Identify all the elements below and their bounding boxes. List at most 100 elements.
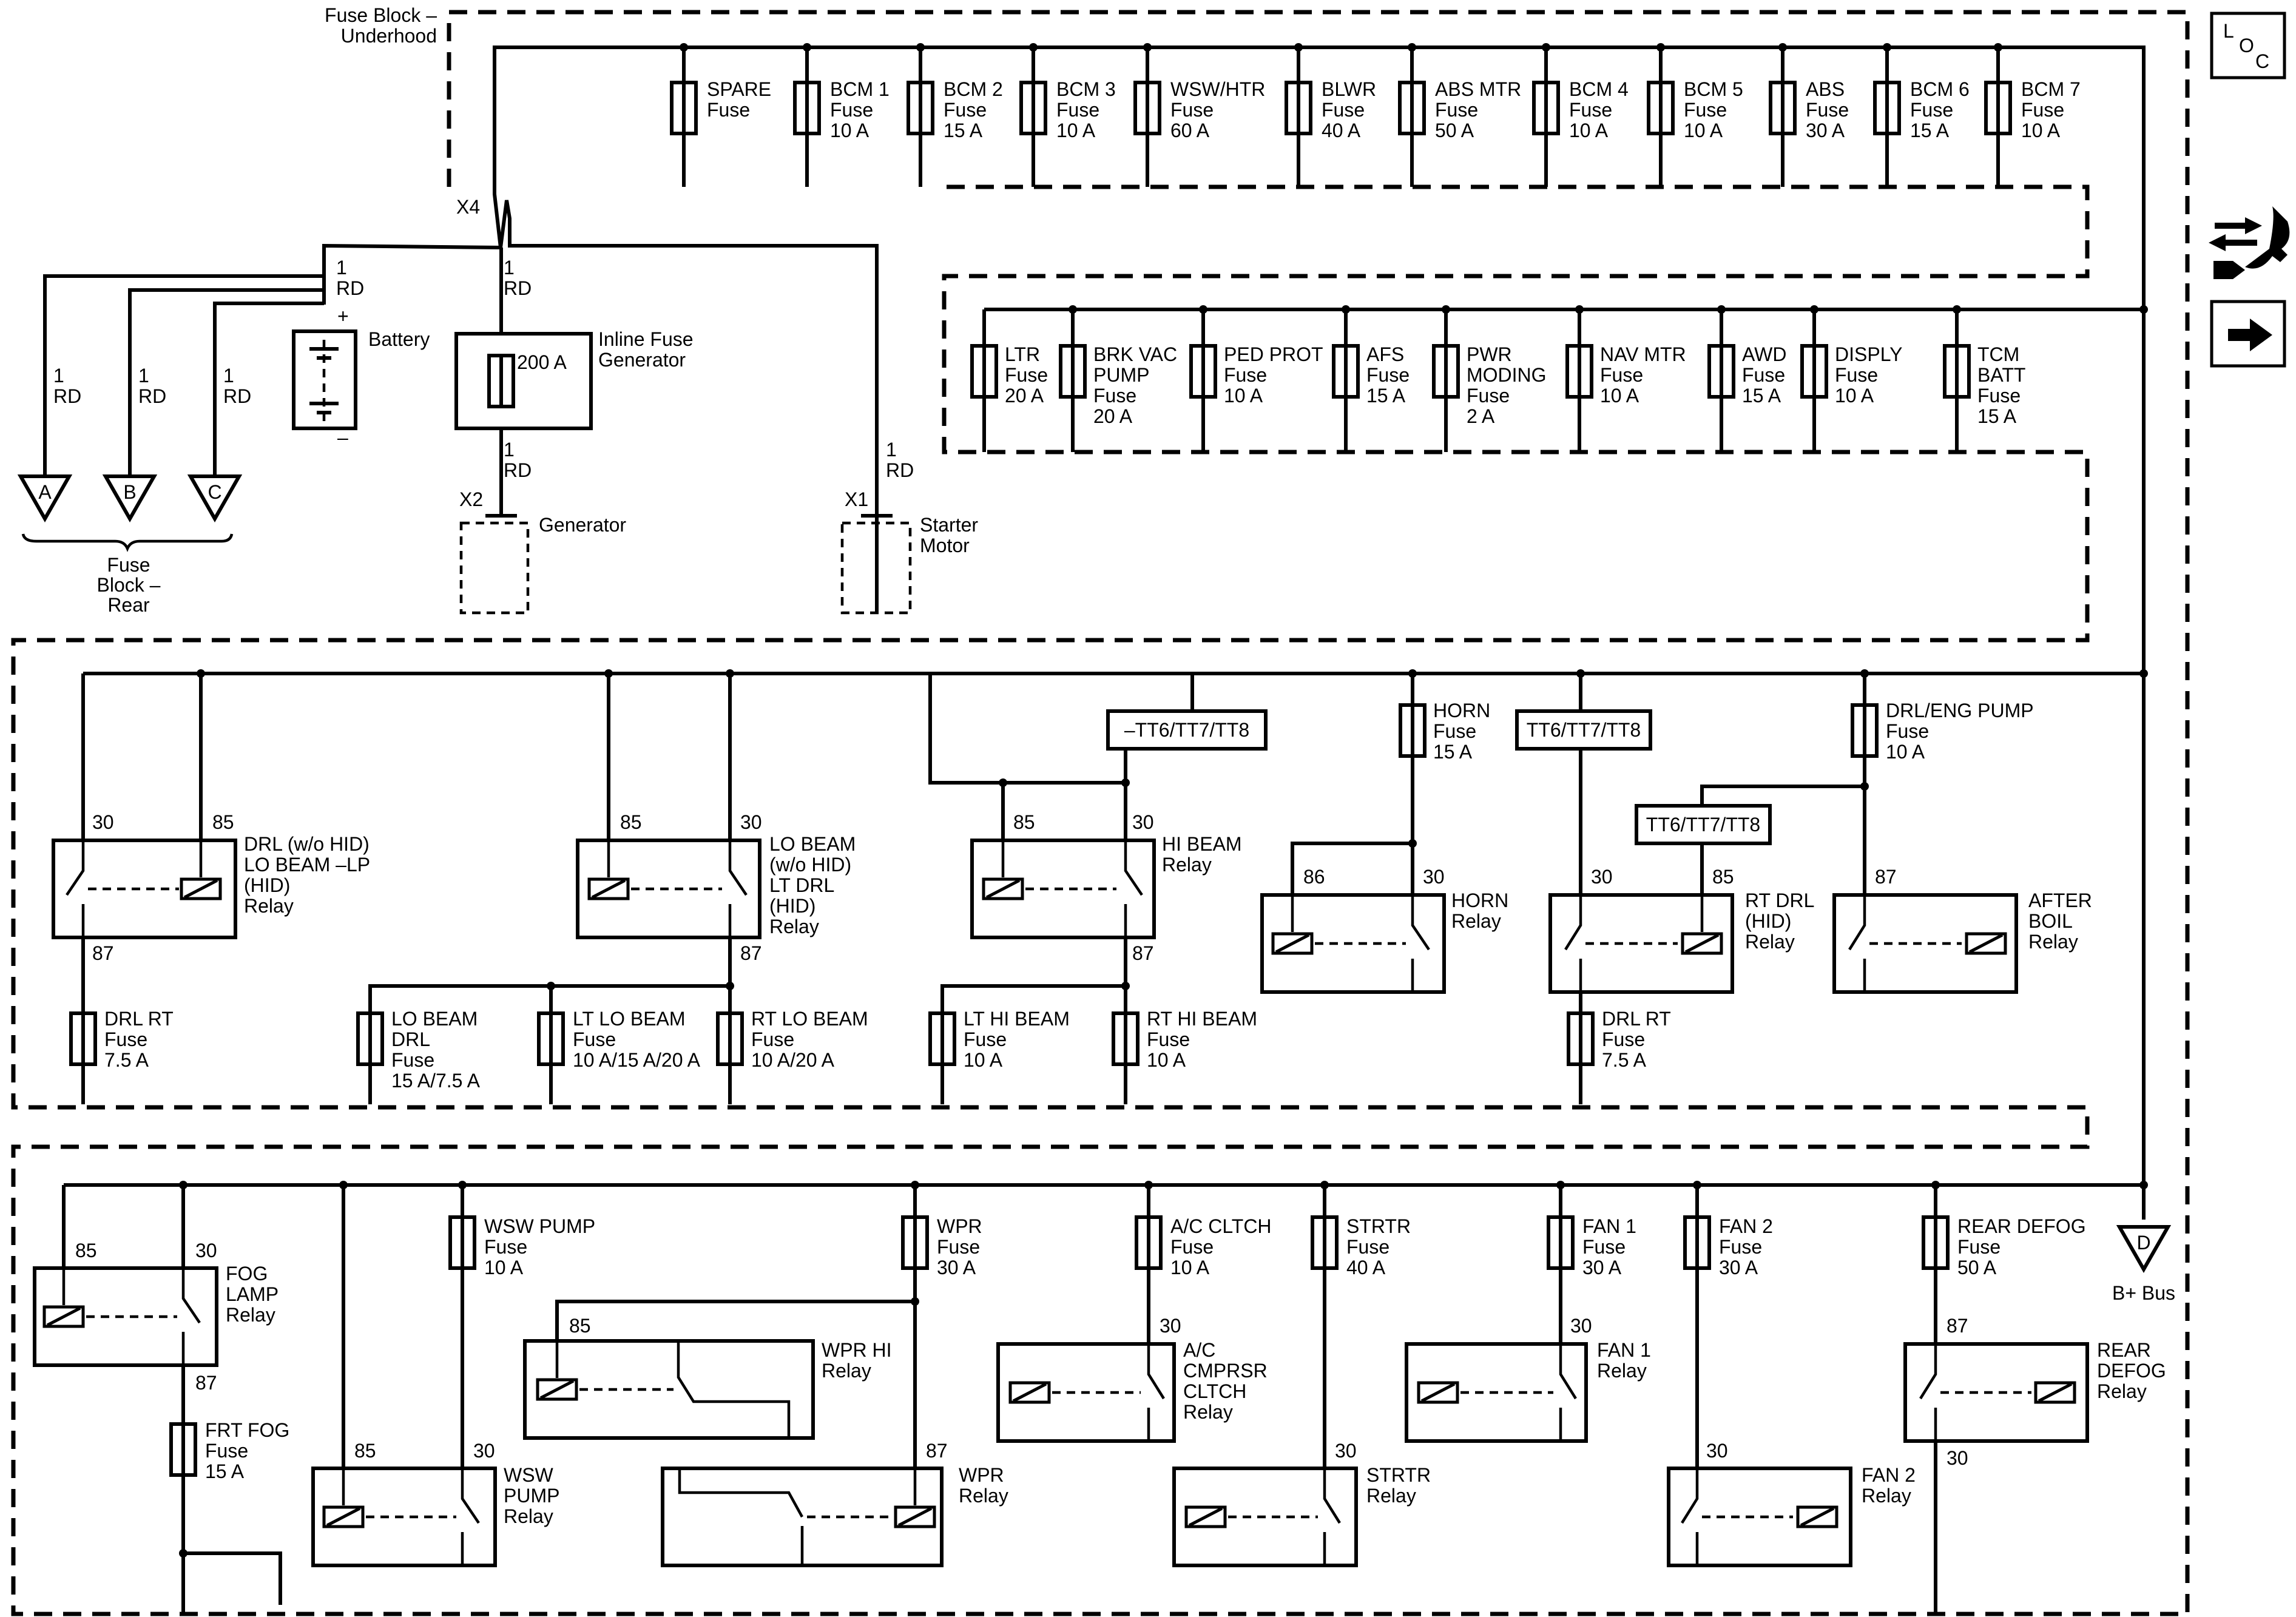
- relay-section-fuse-text: DRL/ENG PUMP: [1886, 700, 2034, 721]
- after-boil-relay-label-1: AFTER: [2028, 890, 2092, 911]
- fan2-relay-label-1: FAN 2: [1862, 1464, 1916, 1486]
- row2-junction: [1342, 305, 1350, 314]
- rear-wire-gauge: 1: [138, 365, 149, 387]
- battery-label: Battery: [368, 328, 430, 350]
- wsw-pump-relay-label-2: PUMP: [504, 1485, 559, 1507]
- bottom-section-fuse-text: Fuse: [1719, 1236, 1762, 1258]
- wsw-pump-relay: [311, 1181, 497, 1567]
- row1-fuse-rating: 10 A: [830, 120, 869, 141]
- starter-motor: [840, 514, 912, 615]
- row2-junction: [1810, 305, 1818, 314]
- bottom-section-fuse-text: WPR: [937, 1215, 982, 1237]
- row1-fuse-symbol: [1135, 83, 1160, 133]
- row1-fuse-rating: 10 A: [1569, 120, 1609, 141]
- fog-relay-label-1: FOG: [226, 1263, 268, 1284]
- hi-beam-relay-label-1: HI BEAM: [1162, 833, 1242, 855]
- relay-section-fuse-text: 10 A: [1147, 1049, 1186, 1071]
- gen-wire-bottom-gauge: 1: [504, 439, 515, 461]
- relay-section-fuse-text: LT HI BEAM: [964, 1008, 1070, 1030]
- relay-section-fuse-text: DRL RT: [104, 1008, 174, 1030]
- ac-relay-label-line: Relay: [1183, 1401, 1233, 1423]
- row1-fuse-name: BCM 1: [830, 78, 890, 100]
- fan1-relay-pin-30: 30: [1570, 1315, 1592, 1337]
- row2-fuse-text: 10 A: [1600, 385, 1639, 407]
- row2-fuse-text: Fuse: [1742, 364, 1785, 386]
- wsw-pump-relay-pin-85: 85: [354, 1440, 376, 1462]
- bottom-section-fuse-text: A/C CLTCH: [1170, 1215, 1272, 1237]
- wrench-swap-button[interactable]: [2209, 206, 2290, 279]
- x4-connector: [322, 182, 879, 613]
- row1-fuse-word: Fuse: [944, 99, 987, 121]
- relay-section-fuse-text: Fuse: [1602, 1028, 1645, 1050]
- ref-b: B: [123, 481, 136, 503]
- hi-beam-relay: [928, 673, 1268, 1104]
- row2-fuse-text: AFS: [1366, 343, 1404, 365]
- row2-fuse-text: Fuse: [1224, 364, 1267, 386]
- bplus-bus-ref: [2116, 1225, 2172, 1274]
- generator-label: Generator: [539, 514, 626, 536]
- row2-fuse-text: Fuse: [1977, 385, 2021, 407]
- rt-drl-relay-pin-30: 30: [1591, 866, 1613, 888]
- gen-wire-top-color: RD: [504, 277, 532, 299]
- loc-button[interactable]: L O C: [2210, 12, 2286, 79]
- row1-fuse-word: Fuse: [1684, 99, 1727, 121]
- wpr-hi-relay-pin-85: 85: [569, 1315, 591, 1337]
- drl-relay-label-line: LO BEAM –LP: [244, 854, 370, 876]
- row2-fuse-text: PED PROT: [1224, 343, 1323, 365]
- row2-fuse-symbol: [1061, 346, 1085, 397]
- row2-fuse-text: DISPLY: [1835, 343, 1902, 365]
- lo-beam-relay-label-line: LT DRL: [769, 874, 834, 896]
- starter-label-2: Motor: [920, 535, 970, 556]
- battery-wire-gauge: 1: [336, 257, 347, 279]
- row1-junction: [1778, 43, 1787, 52]
- drl-relay-label-line: Relay: [244, 895, 294, 917]
- rear-wire-color: RD: [223, 385, 251, 407]
- hi-beam-relay-pin-87: 87: [1132, 942, 1154, 964]
- bottom-section-fuse-text: Fuse: [205, 1440, 248, 1462]
- lo-beam-relay-label-line: Relay: [769, 916, 819, 937]
- row1-fuse-name: BCM 5: [1684, 78, 1743, 100]
- wsw-pump-relay-label-1: WSW: [504, 1464, 554, 1486]
- row2-junction: [1442, 305, 1450, 314]
- row2-fuse-text: TCM: [1977, 343, 2019, 365]
- battery: [292, 329, 357, 430]
- row2-fuse-text: Fuse: [1835, 364, 1878, 386]
- bottom-section-fuse-text: Fuse: [1957, 1236, 2001, 1258]
- row2-fuse-symbol: [972, 346, 996, 397]
- starter-wire-color: RD: [886, 459, 914, 481]
- row2-fuse-text: 10 A: [1835, 385, 1874, 407]
- row1-fuse-symbol: [1771, 83, 1795, 133]
- row2-fuse-text: 15 A: [1742, 385, 1781, 407]
- bottom-section-fuse-text: REAR DEFOG: [1957, 1215, 2086, 1237]
- row1-fuse-word: Fuse: [1910, 99, 1953, 121]
- relay-section-fuse-text: Fuse: [1886, 720, 1929, 742]
- relay-section-fuse-text: HORN: [1433, 700, 1490, 721]
- rt-drl-relay-label-3: Relay: [1745, 931, 1795, 953]
- relay-section-fuse-text: LO BEAM: [391, 1008, 478, 1030]
- drl-relay-pin-85: 85: [212, 811, 234, 833]
- starter-label-1: Starter: [920, 514, 978, 536]
- rear-defog-pin-87: 87: [1947, 1315, 1968, 1337]
- row1-fuse-name: ABS: [1806, 78, 1845, 100]
- hi-beam-option-tag: –TT6/TT7/TT8: [1124, 719, 1249, 741]
- lo-beam-relay: [358, 669, 761, 1104]
- next-page-button[interactable]: [2210, 300, 2286, 368]
- row2-fuse-text: Fuse: [1005, 364, 1048, 386]
- rear-wire-gauge: 1: [53, 365, 64, 387]
- after-boil-relay-pin-87: 87: [1875, 866, 1897, 888]
- row1-fuse-rating: 60 A: [1170, 120, 1210, 141]
- row1-fuse-rating: 10 A: [2021, 120, 2061, 141]
- ac-relay-label-line: CLTCH: [1183, 1380, 1246, 1402]
- row1-fuse-rating: 40 A: [1322, 120, 1361, 141]
- gen-wire-bottom-color: RD: [504, 459, 532, 481]
- bottom-section-fuse-text: 30 A: [1719, 1257, 1758, 1278]
- rear-block-label-3: Rear: [107, 594, 150, 616]
- row1-fuse-symbol: [1021, 83, 1045, 133]
- loc-letter-l: L: [2223, 20, 2234, 42]
- fog-relay-label-3: Relay: [226, 1304, 275, 1326]
- fan2-relay-label-2: Relay: [1862, 1485, 1911, 1507]
- bus-junction: [2139, 1181, 2148, 1189]
